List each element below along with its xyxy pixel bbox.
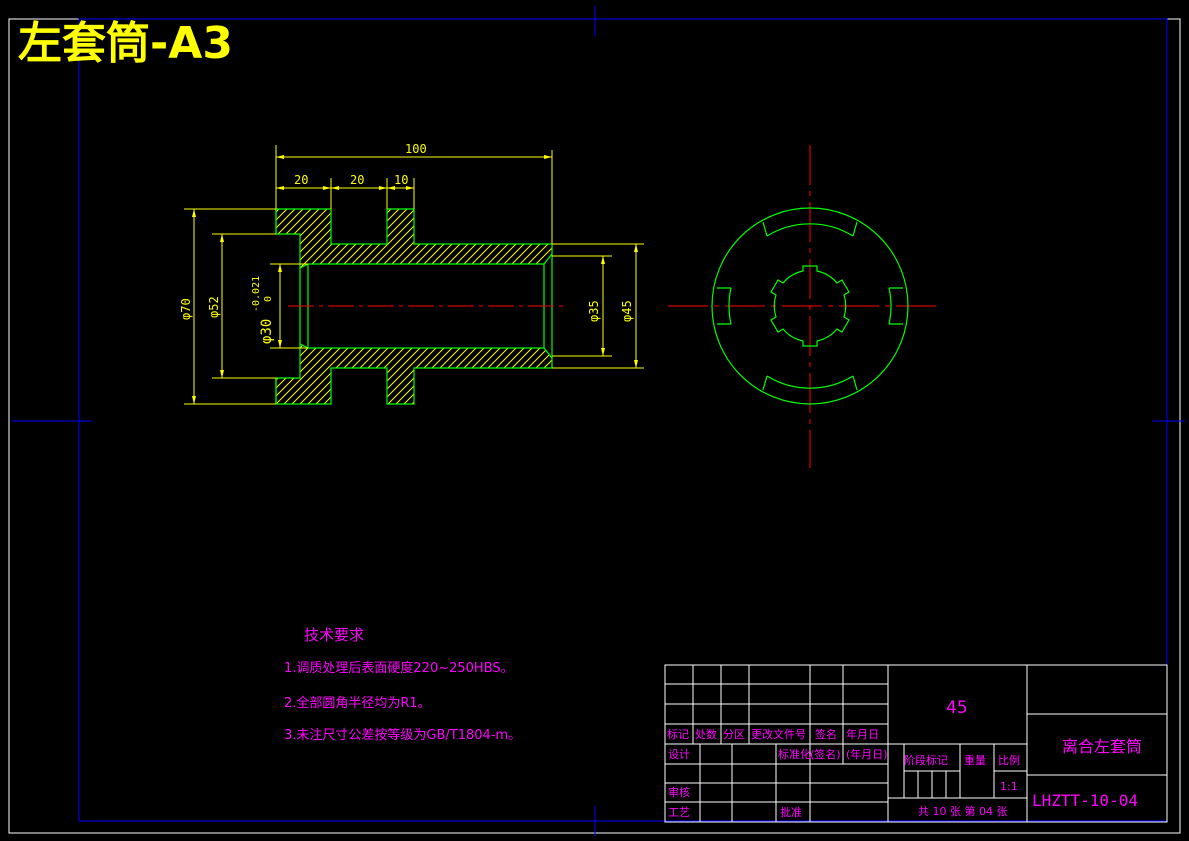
tb-header-date: 年月日 [846, 727, 879, 741]
tb-header-zone: 分区 [723, 728, 745, 741]
tb-header-signature: 签名 [815, 727, 837, 741]
tb-header-count: 处数 [695, 728, 717, 741]
dim-dia45: φ45 [620, 300, 634, 322]
drawing-frame [78, 18, 1168, 822]
title-block: 标记 处数 分区 更改文件号 签名 年月日 设计 标准化 (签名) (年月日) … [664, 664, 1168, 823]
dim-seg2: 20 [350, 173, 364, 187]
dim-dia30: φ30 [259, 319, 275, 344]
end-view [668, 145, 938, 468]
dim-overall-length: 100 [405, 142, 427, 156]
dim-seg1: 20 [294, 173, 308, 187]
tb-scale-label: 比例 [998, 753, 1020, 767]
drawing-title: 左套筒-A3 [18, 18, 233, 69]
dim-dia35: φ35 [587, 300, 601, 322]
tech-req-heading: 技术要求 [304, 626, 364, 644]
tech-req-item-3: 3.未注尺寸公差按等级为GB/T1804-m。 [284, 727, 521, 743]
tb-approve: 批准 [780, 805, 802, 819]
tb-part-name: 离合左套筒 [1062, 737, 1142, 756]
tb-header-change-doc: 更改文件号 [751, 727, 806, 741]
dim-tol-upper: -0.021 [251, 276, 262, 312]
tb-weight: 重量 [964, 753, 986, 767]
tb-drawing-number: LHZTT-10-04 [1032, 791, 1138, 810]
tb-material: 45 [946, 698, 968, 718]
tb-date-paren: (年月日) [846, 747, 888, 761]
tb-sheets: 共 10 张 第 04 张 [918, 804, 1007, 818]
dim-seg3: 10 [394, 173, 408, 187]
slot-lines [717, 221, 903, 391]
tb-process: 工艺 [668, 806, 690, 819]
dim-tol-lower: 0 [263, 296, 274, 302]
tech-req-item-2: 2.全部圆角半径均为R1。 [284, 695, 431, 711]
tb-review: 审核 [668, 785, 690, 799]
spline-bore [770, 265, 850, 347]
section-view: 100 20 20 10 φ70 φ52 φ30 -0.021 0 φ35 φ4… [179, 142, 644, 405]
dim-dia70: φ70 [179, 298, 193, 320]
tb-signature-paren: (签名) [810, 747, 841, 761]
tb-header-mark: 标记 [667, 727, 689, 741]
tb-stage-mark: 阶段标记 [904, 753, 948, 767]
tb-design: 设计 [668, 748, 690, 761]
inner-arc-segments [728, 223, 892, 389]
hatch-bottom [275, 343, 553, 405]
hatch-top [275, 208, 553, 269]
tb-scale-value: 1:1 [1000, 780, 1018, 793]
dim-dia52: φ52 [207, 296, 221, 318]
outer-circle [711, 207, 909, 405]
outer-sheet-border [8, 18, 1181, 834]
tech-req-item-1: 1.调质处理后表面硬度220~250HBS。 [284, 660, 514, 676]
tb-standardization: 标准化 [778, 747, 811, 761]
